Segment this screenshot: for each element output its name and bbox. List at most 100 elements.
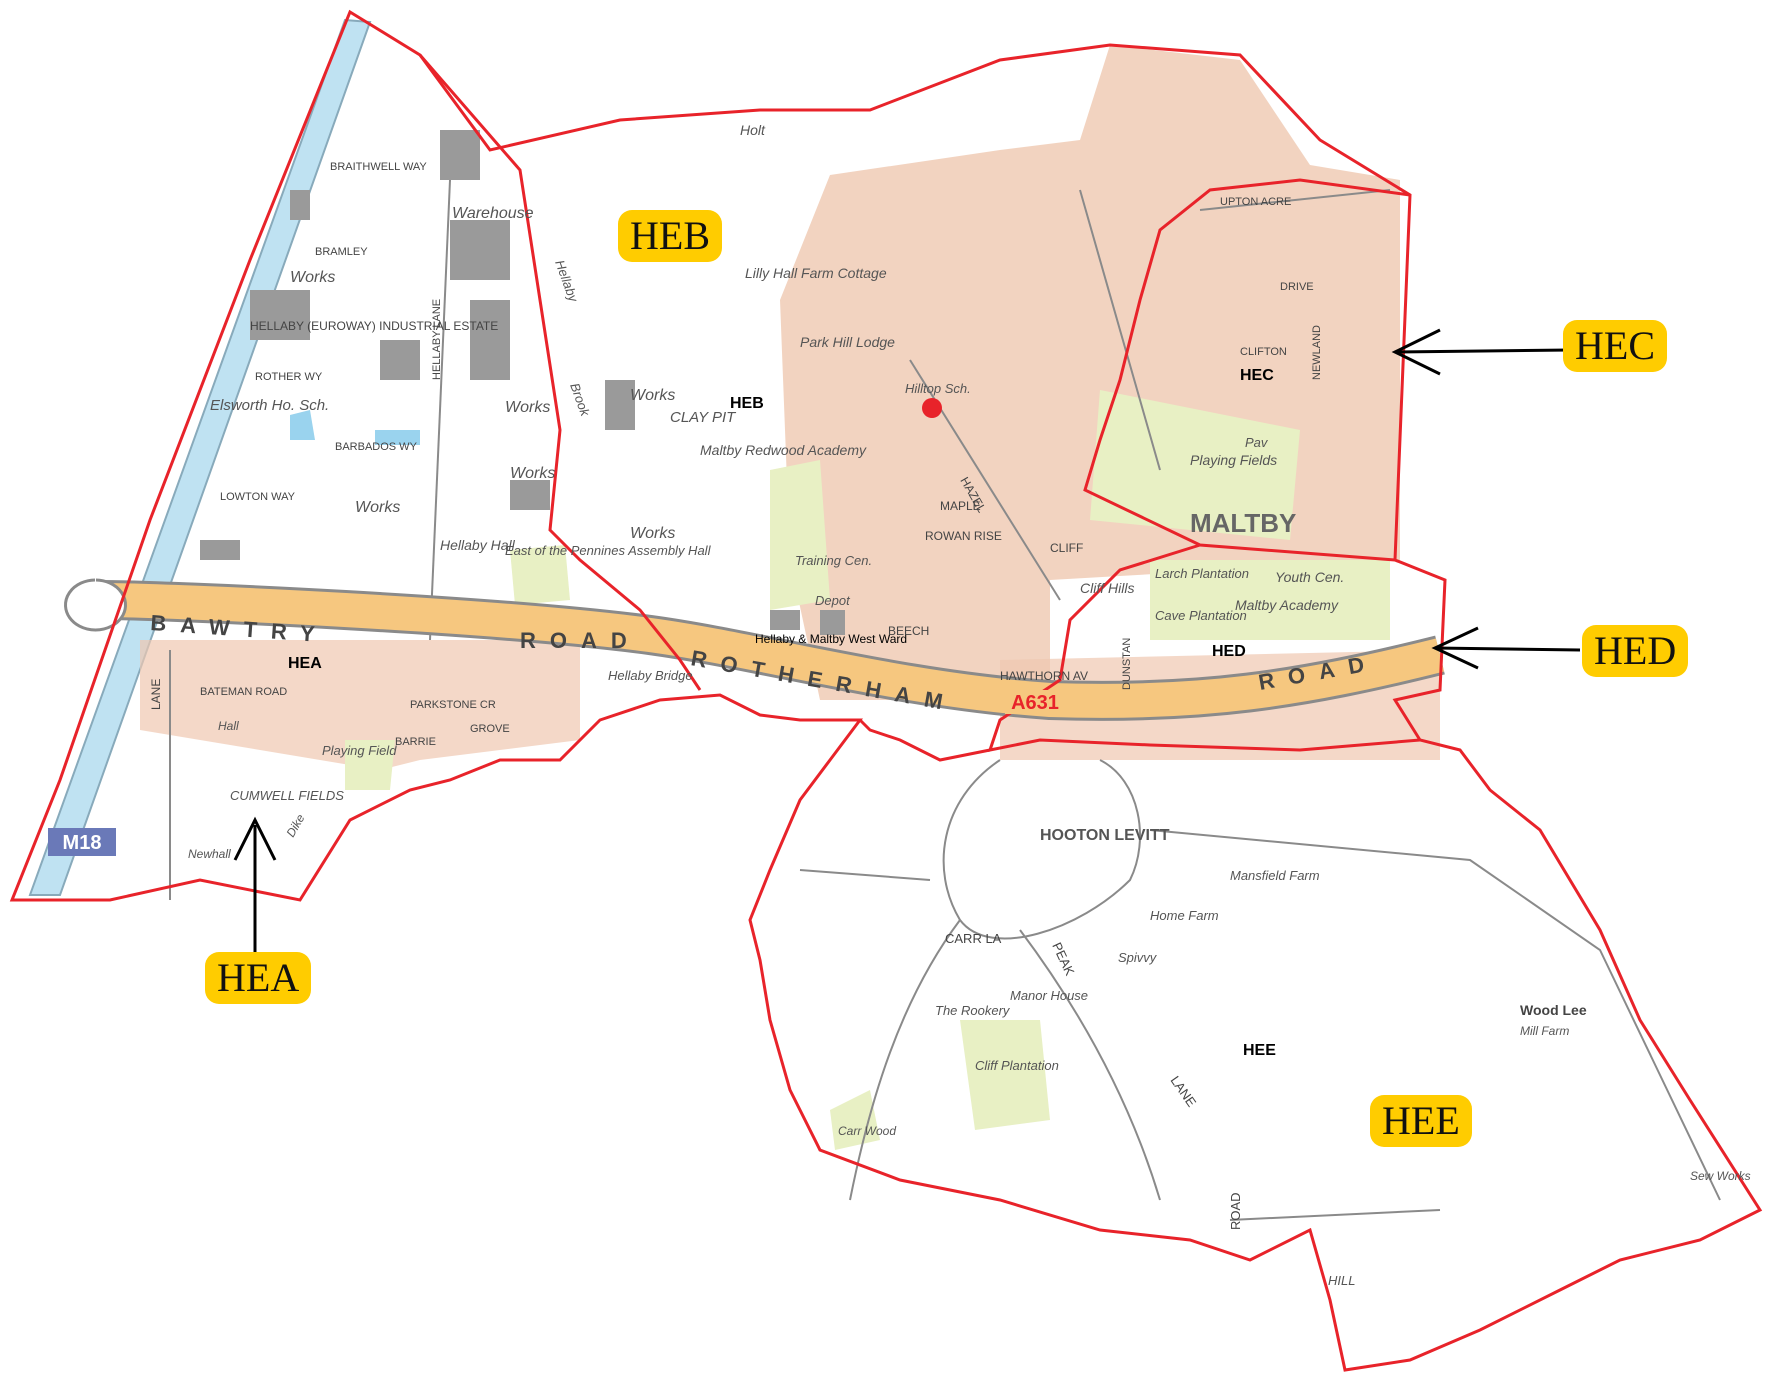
label-lilly-hall: Lilly Hall Farm Cottage [745, 265, 887, 281]
street-rowan: ROWAN RISE [925, 529, 1002, 543]
badge-hee: HEE [1370, 1095, 1472, 1147]
label-newhall: Newhall [188, 847, 231, 861]
label-hellaby-hall: Hellaby Hall [440, 537, 516, 553]
label-academy: Maltby Academy [1235, 597, 1339, 613]
ward-title: Hellaby & Maltby West Ward [755, 632, 907, 646]
label-works6: Works [630, 525, 675, 542]
m18-label: M18 [63, 832, 102, 854]
label-youth: Youth Cen. [1275, 569, 1344, 585]
label-cumwell: CUMWELL FIELDS [230, 788, 344, 803]
street-rother: ROTHER WY [255, 371, 323, 383]
label-maltby: MALTBY [1190, 508, 1296, 538]
street-hellaby-lane: HELLABY LANE [431, 299, 443, 380]
street-clifton: CLIFTON [1240, 346, 1287, 358]
label-dike: Dike [283, 811, 307, 839]
badge-heb: HEB [618, 210, 722, 262]
street-bateman: BATEMAN ROAD [200, 686, 287, 698]
street-braithwell: BRAITHWELL WAY [330, 161, 427, 173]
label-industrial: HELLABY (EUROWAY) INDUSTRIAL ESTATE [250, 319, 498, 333]
label-mill-farm: Mill Farm [1520, 1024, 1569, 1038]
label-cliff-plant: Cliff Plantation [975, 1058, 1059, 1073]
label-wood-lee: Wood Lee [1520, 1002, 1587, 1018]
ward-code-hea: HEA [288, 655, 322, 672]
label-training: Training Cen. [795, 553, 872, 568]
playing-fields-area [1090, 390, 1300, 540]
hed-arrow [1431, 626, 1581, 670]
urban-area-hea [140, 640, 580, 770]
pennines-park-area [510, 545, 570, 605]
carr-wood-area [830, 1090, 880, 1150]
label-sew-works: Sew Works [1690, 1169, 1751, 1183]
street-barbados: BARBADOS WY [335, 441, 418, 453]
larch-plantation-area [1150, 560, 1390, 640]
ward-code-hee: HEE [1243, 1042, 1276, 1059]
ward-code-hed: HED [1212, 643, 1246, 660]
badge-hed: HED [1582, 625, 1689, 677]
label-spivvy: Spivvy [1118, 950, 1158, 965]
street-lane-hee: LANE [1168, 1073, 1200, 1110]
street-maple: MAPLE [940, 499, 981, 513]
label-hilltop: Hilltop Sch. [905, 381, 971, 396]
minor-roads [169, 179, 1721, 1221]
road-label-road1: ROAD [520, 628, 641, 653]
label-manor: Manor House [1010, 988, 1088, 1003]
industrial-buildings [200, 130, 845, 635]
label-works3: Works [510, 465, 555, 482]
label-hooton: HOOTON LEVITT [1040, 827, 1170, 844]
street-parkstone: PARKSTONE CR [410, 699, 496, 711]
label-hill: HILL [1328, 1273, 1355, 1288]
hilltop-marker [922, 398, 942, 418]
street-lowton: LOWTON WAY [220, 491, 296, 503]
label-home-farm: Home Farm [1150, 908, 1219, 923]
label-works4: Works [355, 499, 400, 516]
street-hawthorn: HAWTHORN AV [1000, 669, 1088, 683]
m18-sign [48, 828, 116, 856]
label-works1: Works [290, 269, 335, 286]
street-beech: BEECH [888, 624, 929, 638]
label-cliff-hills: Cliff Hills [1080, 580, 1134, 596]
badge-hea: HEA [205, 952, 312, 1004]
street-drive: DRIVE [1280, 281, 1314, 293]
label-hellaby-bridge: Hellaby Bridge [608, 668, 693, 683]
roundabout [64, 578, 127, 632]
hec-arrow [1391, 328, 1571, 376]
street-lane-e: LANE [149, 679, 163, 710]
label-hall: Hall [218, 719, 239, 733]
label-carr-wood: Carr Wood [838, 1124, 896, 1138]
label-playing-field: Playing Field [322, 743, 397, 758]
label-depot: Depot [815, 593, 851, 608]
label-pennines: East of the Pennines Assembly Hall [505, 543, 712, 558]
hea-arrow [233, 816, 277, 955]
a631-label: A631 [1011, 692, 1059, 714]
label-playing-fields: Playing Fields [1190, 452, 1277, 468]
street-grove: GROVE [470, 723, 510, 735]
label-clay-pit: CLAY PIT [670, 409, 737, 426]
label-redwood: Maltby Redwood Academy [700, 442, 867, 458]
badge-hec: HEC [1563, 320, 1667, 372]
label-mansfield: Mansfield Farm [1230, 868, 1320, 883]
street-dunstan: DUNSTAN [1121, 638, 1133, 690]
street-cliff: CLIFF [1050, 541, 1083, 555]
street-carr-la: CARR LA [945, 931, 1002, 946]
label-rookery: The Rookery [935, 1003, 1011, 1018]
street-road-hee: ROAD [1228, 1192, 1243, 1230]
cliff-plantation-area [960, 1020, 1050, 1130]
label-works2: Works [505, 399, 550, 416]
ward-code-heb: HEB [730, 395, 764, 412]
label-cave: Cave Plantation [1155, 608, 1247, 623]
a631-fill [99, 583, 1445, 718]
place-labels: Works Warehouse HELLABY (EUROWAY) INDUST… [188, 122, 1751, 1288]
label-hellaby-brook: Hellaby [552, 258, 581, 305]
ponds [290, 410, 420, 445]
label-park-hill: Park Hill Lodge [800, 334, 895, 350]
street-bramley: BRAMLEY [315, 246, 368, 258]
urban-area-north [780, 45, 1400, 700]
street-upton-acre: UPTON ACRE [1220, 196, 1291, 208]
label-pav: Pav [1245, 435, 1269, 450]
label-elsworth: Elsworth Ho. Sch. [210, 397, 329, 414]
redwood-park-area [770, 460, 830, 610]
label-larch: Larch Plantation [1155, 566, 1249, 581]
label-holt: Holt [740, 122, 766, 138]
label-works5: Works [630, 387, 675, 404]
